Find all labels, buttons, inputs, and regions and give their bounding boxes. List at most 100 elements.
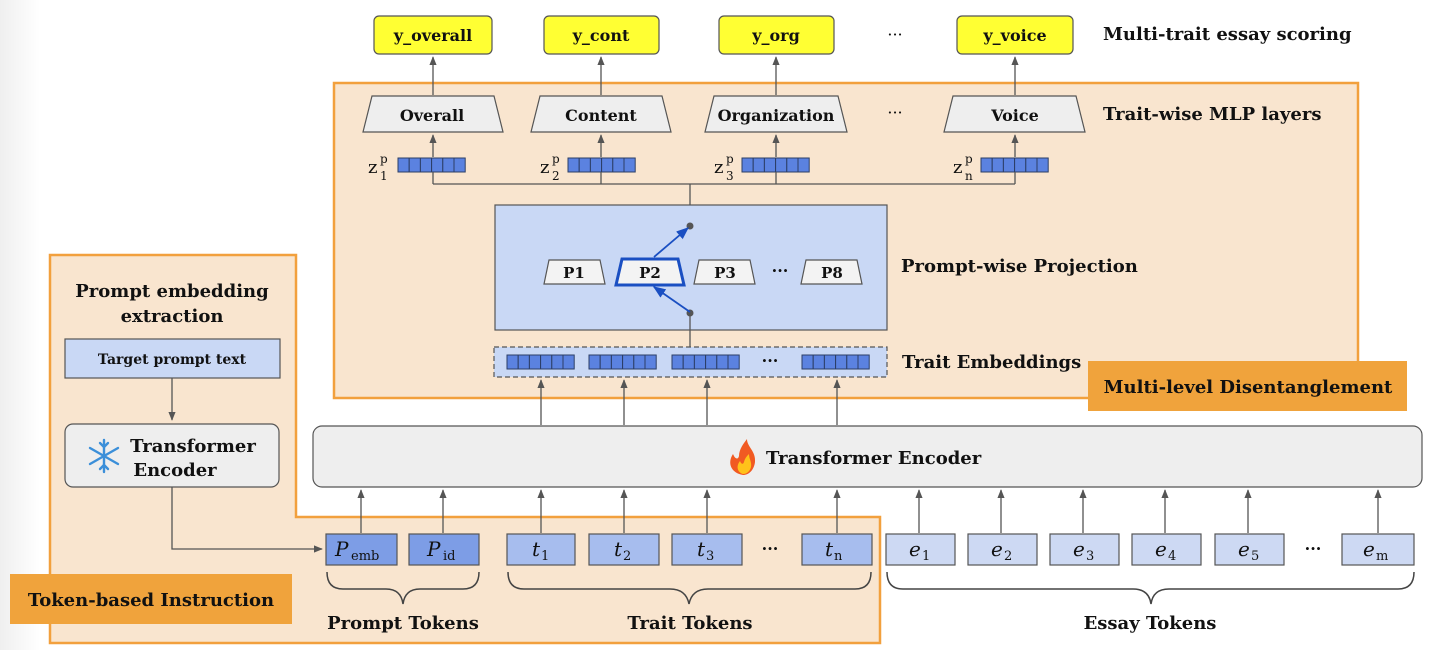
svg-text:z: z [953,157,962,178]
output-label: y_voice [982,26,1046,45]
token-tn: t n [801,533,873,566]
svg-text:t: t [614,537,623,561]
token-em: e m [1341,533,1415,566]
z-vector-bar-4 [980,157,1049,173]
z-vector-bars [397,157,1049,173]
mlp-overall: Overall [362,95,504,133]
frozen-transformer-encoder: Transformer Encoder [64,423,280,488]
essay-tokens-ellipsis: ··· [1305,539,1322,558]
svg-text:Token-based Instruction: Token-based Instruction [28,590,274,611]
svg-text:4: 4 [1168,549,1176,564]
brace-prompt [326,571,480,605]
svg-text:P1: P1 [563,264,585,282]
svg-text:P8: P8 [821,264,843,282]
label-trait-wise-mlp: Trait-wise MLP layers [1103,104,1321,125]
svg-text:Transformer: Transformer [130,436,256,457]
trait-tokens-ellipsis: ··· [762,539,779,558]
projection-p2-selected: P2 [614,257,686,287]
label-prompt-tokens: Prompt Tokens [327,613,479,634]
projection-ellipsis: ··· [772,261,789,280]
svg-text:1: 1 [380,169,388,183]
svg-text:e: e [1155,537,1167,561]
extraction-title-line2: extraction [121,306,224,327]
transformer-encoder-main [312,425,1423,488]
svg-text:z: z [540,157,549,178]
svg-text:e: e [991,537,1003,561]
mlp-label: Overall [400,106,464,125]
extraction-title-line1: Prompt embedding [75,281,269,302]
z-vector-bar-3 [741,157,810,173]
mlp-ellipsis: ··· [887,103,902,122]
trait-embedding-bar-1 [506,354,575,370]
z-label-1: z p 1 [368,152,388,183]
svg-text:e: e [909,537,921,561]
target-prompt-text-box: Target prompt text [64,338,281,379]
svg-text:e: e [1238,537,1250,561]
svg-text:2: 2 [1004,549,1012,564]
encoder-to-pemb-arrow [171,487,323,553]
token-t2: t 2 [588,533,660,566]
transformer-encoder-label: Transformer Encoder [766,448,982,469]
svg-text:n: n [965,169,973,183]
svg-text:P: P [334,537,349,561]
svg-text:P3: P3 [714,264,736,282]
token-t3: t 3 [671,533,743,566]
svg-text:p: p [965,152,973,166]
svg-text:p: p [552,152,560,166]
trait-embeddings-ellipsis: ··· [762,351,779,370]
svg-text:e: e [1363,537,1375,561]
brace-essay [886,571,1415,605]
svg-text:2: 2 [623,549,631,564]
flame-icon [730,439,756,475]
projection-p3: P3 [693,259,756,285]
svg-text:p: p [726,152,734,166]
token-p-emb: P emb [325,533,398,566]
token-e2: e 2 [967,533,1038,566]
encoder-to-embeddings-arrows [537,379,841,425]
mlp-organization: Organization [704,95,848,133]
label-prompt-wise-projection: Prompt-wise Projection [901,256,1138,277]
svg-text:3: 3 [1086,549,1094,564]
token-e4: e 4 [1131,533,1202,566]
token-e5: e 5 [1214,533,1285,566]
svg-text:5: 5 [1251,549,1259,564]
trait-embedding-bars [506,354,870,370]
svg-text:P2: P2 [639,264,661,282]
svg-text:p: p [380,152,388,166]
label-trait-embeddings: Trait Embeddings [902,352,1081,373]
output-label: y_org [751,26,800,45]
svg-text:emb: emb [351,549,379,564]
projection-p1: P1 [543,259,606,285]
z-vector-bar-2 [567,157,636,173]
mlp-voice: Voice [943,95,1086,133]
mlp-label: Content [565,106,637,125]
label-essay-tokens: Essay Tokens [1084,613,1217,634]
z-label-2: z p 2 [540,152,560,183]
token-e3: e 3 [1049,533,1120,566]
output-label: y_cont [572,26,630,45]
svg-text:1: 1 [541,549,549,564]
svg-text:Encoder: Encoder [133,460,217,481]
multi-level-label: Multi-level Disentanglement [1088,361,1407,411]
z-label-3: z p 3 [714,152,734,183]
output-y-org: y_org [718,15,835,55]
output-label: y_overall [393,26,472,45]
trait-embedding-bar-4 [801,354,870,370]
output-y-voice: y_voice [956,15,1074,55]
trait-embedding-bar-3 [671,354,740,370]
svg-text:P: P [426,537,441,561]
token-p-id: P id [408,533,480,566]
mlp-label: Organization [718,106,835,125]
svg-text:t: t [825,537,834,561]
projection-p8: P8 [800,259,863,285]
output-y-overall: y_overall [373,15,493,55]
svg-text:t: t [697,537,706,561]
projection-routing-arrows [652,227,691,313]
svg-text:m: m [1376,549,1388,564]
outputs-ellipsis: ··· [887,25,902,44]
tokens-to-encoder-arrows [357,489,1382,533]
brace-trait [507,571,872,605]
svg-text:t: t [532,537,541,561]
mlp-to-output-arrows [429,56,1019,95]
